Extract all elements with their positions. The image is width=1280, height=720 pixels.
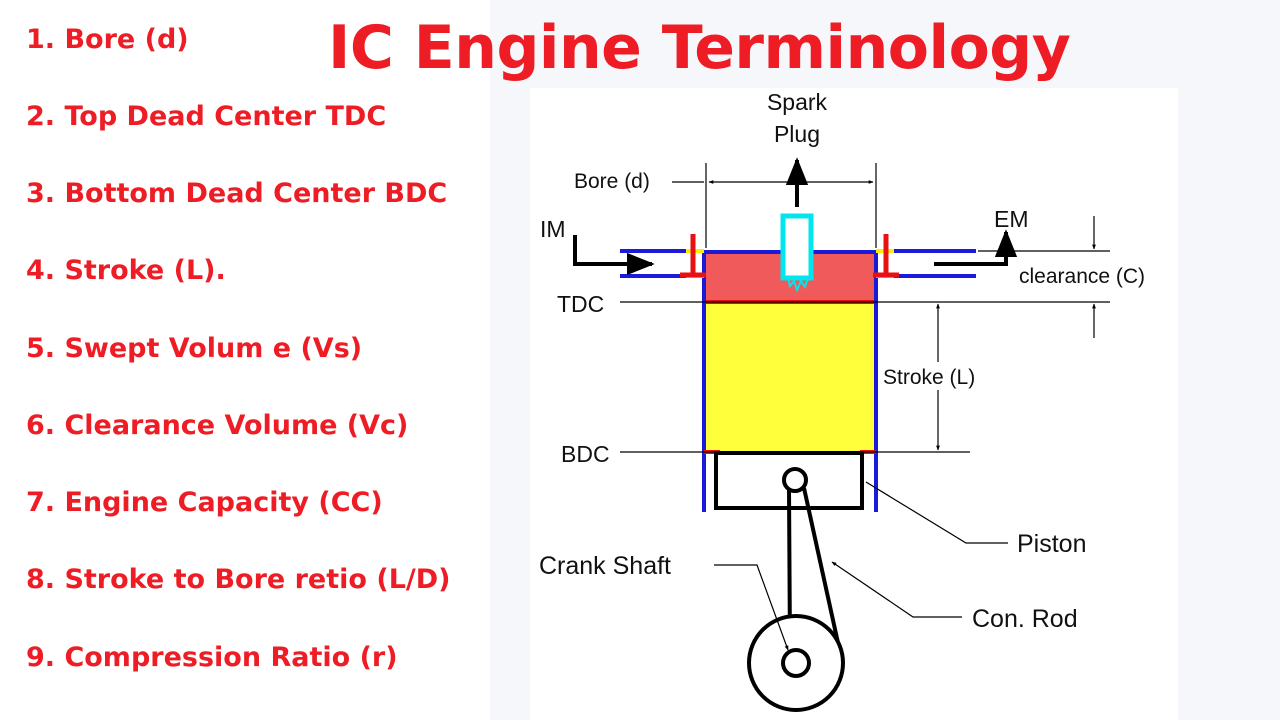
tdc-label: TDC: [557, 291, 604, 317]
connecting-rod-right: [802, 487, 842, 653]
term-bdc: 3. Bottom Dead Center BDC: [26, 178, 448, 209]
term-compression-ratio: 9. Compression Ratio (r): [26, 642, 398, 673]
spark-plug: [780, 213, 814, 293]
exhaust-flow-arrow: [934, 229, 1018, 266]
term-bore: 1. Bore (d): [26, 24, 189, 55]
term-engine-capacity: 7. Engine Capacity (CC): [26, 487, 383, 518]
intake-valve: [680, 234, 706, 278]
intake-flow-arrow: [573, 235, 655, 276]
intake-manifold-label: IM: [540, 216, 566, 242]
crank-shaft-label: Crank Shaft: [539, 552, 671, 580]
crank-shaft-leader: [714, 564, 789, 651]
con-rod-leader: [831, 561, 962, 618]
bdc-label: BDC: [561, 441, 610, 467]
piston-leader: [865, 481, 1008, 544]
term-stroke-bore-ratio: 8. Stroke to Bore retio (L/D): [26, 564, 451, 595]
exhaust-valve: [873, 234, 899, 278]
crank-pin: [781, 648, 811, 678]
term-clearance-volume: 6. Clearance Volume (Vc): [26, 410, 409, 441]
spark-plug-label-line2: Plug: [774, 121, 820, 147]
gudgeon-pin: [782, 467, 808, 493]
piston-label: Piston: [1017, 530, 1086, 558]
page-title: IC Engine Terminology: [328, 13, 1071, 83]
stroke-label: Stroke (L): [883, 366, 975, 389]
swept-volume-region: [704, 302, 876, 452]
con-rod-label: Con. Rod: [972, 605, 1078, 633]
spark-plug-label-line1: Spark: [767, 89, 828, 115]
term-swept-volume: 5. Swept Volum e (Vs): [26, 333, 363, 364]
stroke-label-backdrop: [880, 362, 996, 390]
clearance-label: clearance (C): [1019, 265, 1145, 288]
term-tdc: 2. Top Dead Center TDC: [26, 101, 387, 132]
exhaust-manifold-label: EM: [994, 206, 1029, 232]
bore-label: Bore (d): [574, 170, 650, 193]
term-stroke: 4. Stroke (L).: [26, 255, 226, 286]
